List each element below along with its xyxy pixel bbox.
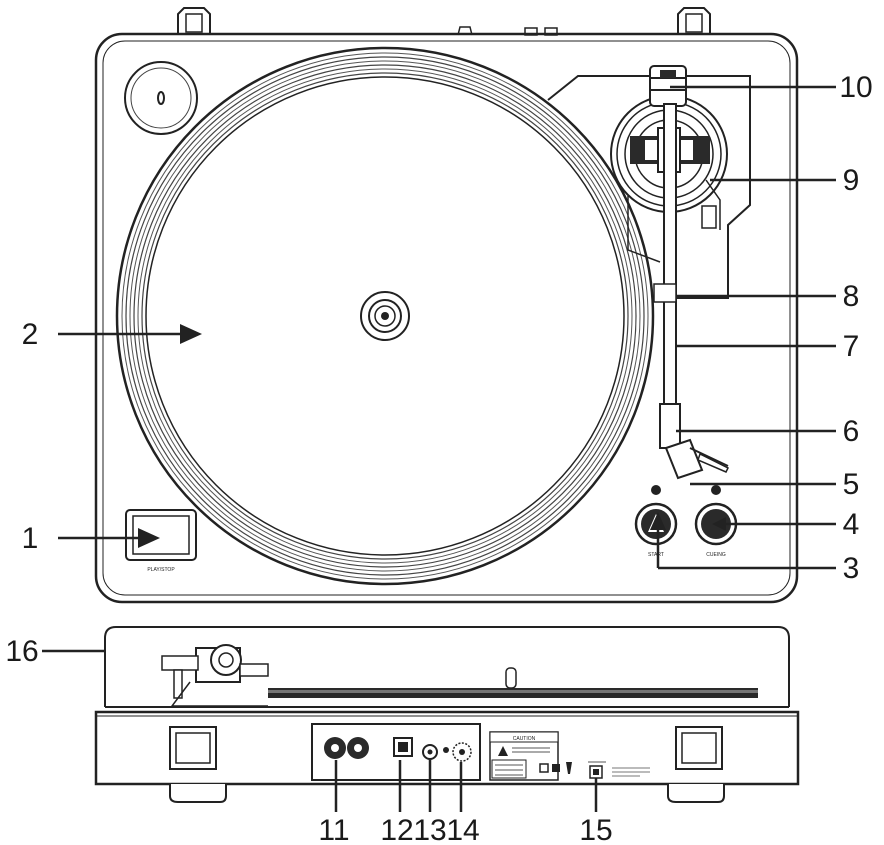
adapter-45-rpm (124, 61, 198, 135)
cueing-label: CUEING (706, 552, 726, 558)
callout-13: 13 (413, 814, 446, 845)
caution-text: CAUTION (513, 736, 536, 742)
rear-tonearm (161, 644, 269, 707)
callout-14: 14 (446, 814, 479, 845)
callout-3: 3 (843, 552, 860, 585)
start-label: START (648, 552, 664, 558)
foot-right (667, 726, 725, 803)
rear-view: CAUTION (94, 626, 800, 803)
callout-1: 1 (22, 522, 39, 555)
callout-5: 5 (843, 468, 860, 501)
tonearm-panel (547, 75, 751, 299)
dust-cover (104, 626, 790, 707)
usb-port (393, 737, 413, 757)
body-inner-edge (102, 40, 791, 596)
spindle (360, 291, 410, 341)
top-view: PLAY/STOP (94, 7, 799, 604)
cueing-button: CUEING (694, 485, 738, 558)
caution-label: CAUTION (489, 731, 559, 781)
callout-16: 16 (5, 635, 38, 668)
leader-lines (42, 85, 836, 812)
play-stop-label: PLAY/STOP (147, 567, 175, 573)
rca-outputs (324, 737, 369, 759)
headshell (659, 403, 730, 480)
turntable-body (94, 32, 799, 604)
callout-15: 15 (579, 814, 612, 845)
callout-10: 10 (839, 71, 872, 104)
aux-in-jack (422, 744, 449, 760)
dc-in-jack (452, 742, 472, 762)
foot-left (169, 726, 227, 803)
callout-7: 7 (843, 330, 860, 363)
certification-marks (539, 762, 572, 774)
auto-stop-switch (588, 761, 650, 779)
callout-8: 8 (843, 280, 860, 313)
hinge-right (677, 7, 711, 35)
callout-9: 9 (843, 164, 860, 197)
callout-numbers: 1 2 3 4 5 6 7 8 9 10 11 12 13 14 15 16 (5, 71, 872, 845)
rear-spindle (505, 667, 517, 689)
hinge-left (177, 7, 211, 35)
play-stop-button: PLAY/STOP (125, 509, 197, 573)
top-knob (457, 26, 473, 36)
callout-12: 12 (380, 814, 413, 845)
callout-2: 2 (22, 318, 39, 351)
callout-6: 6 (843, 415, 860, 448)
callout-11: 11 (318, 814, 349, 845)
callout-4: 4 (843, 508, 860, 541)
